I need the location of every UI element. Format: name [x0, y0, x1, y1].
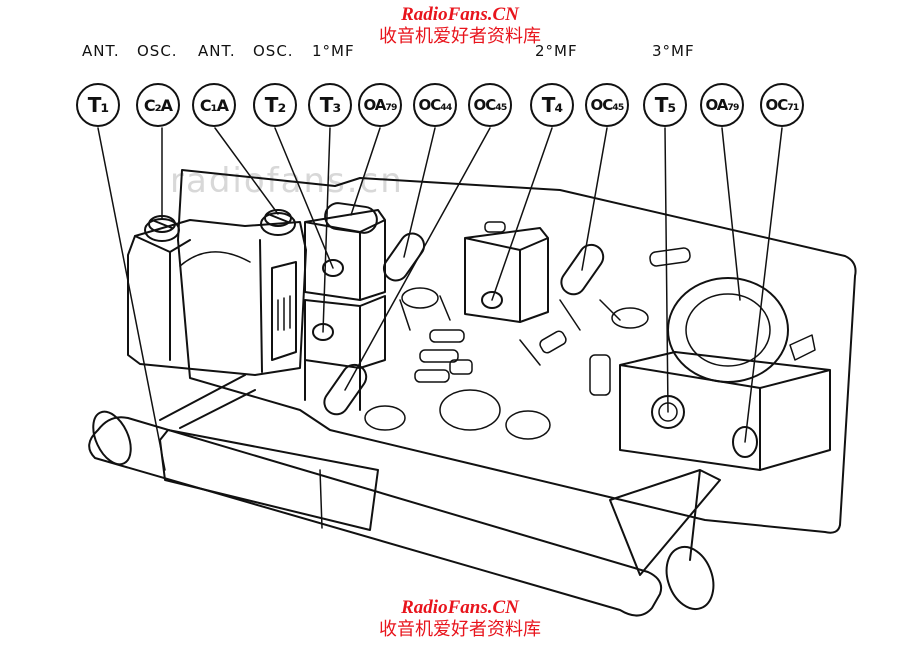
tag-oa79-a: OA₇₉	[358, 83, 402, 127]
tag-oc45-b: OC₄₅	[585, 83, 629, 127]
output-box	[619, 351, 831, 471]
tag-t5: T₅	[643, 83, 687, 127]
pcb-board	[177, 169, 857, 534]
label-mf-2: 2°MF	[535, 42, 578, 60]
coil-can-t2	[304, 209, 386, 301]
tag-t1: T₁	[76, 83, 120, 127]
site-name: RadioFans.CN	[401, 4, 519, 25]
tag-oa79-b: OA₇₉	[700, 83, 744, 127]
tag-c1a: C₁A	[192, 83, 236, 127]
transistor-oc44	[382, 232, 426, 282]
label-osc-2: OSC.	[253, 42, 294, 60]
electrolytic-capacitor	[439, 389, 501, 431]
transistor-oc45-a	[323, 363, 368, 416]
tuning-capacitor	[127, 219, 307, 376]
if-can-t4	[464, 227, 549, 323]
site-watermark-top: RadioFans.CN 收音机爱好者资料库	[0, 4, 920, 48]
label-ant-1: ANT.	[82, 42, 120, 60]
label-osc-1: OSC.	[137, 42, 178, 60]
tag-t4: T₄	[530, 83, 574, 127]
site-name-cn: 收音机爱好者资料库	[379, 26, 541, 47]
leader-lines	[97, 127, 783, 471]
transistor-oc45-b	[560, 243, 605, 296]
coil-can-t3	[304, 295, 386, 369]
output-jack	[732, 426, 758, 458]
label-ant-2: ANT.	[198, 42, 236, 60]
tag-t2: T₂	[253, 83, 297, 127]
coil-slug-t2	[322, 259, 344, 277]
antenna-coil	[159, 429, 379, 531]
site-name-bottom: RadioFans.CN	[401, 597, 519, 618]
tag-oc44: OC₄₄	[413, 83, 457, 127]
tag-oc45-a: OC₄₅	[468, 83, 512, 127]
tag-t3: T₃	[308, 83, 352, 127]
diode-oa79-a	[324, 202, 378, 234]
label-mf-3: 3°MF	[652, 42, 695, 60]
ferrite-rod	[88, 416, 663, 617]
if-slug-t4	[481, 291, 503, 309]
site-name-cn-bottom: 收音机爱好者资料库	[379, 619, 541, 640]
tag-oc71: OC₇₁	[760, 83, 804, 127]
site-watermark-bottom: RadioFans.CN 收音机爱好者资料库	[0, 597, 920, 641]
label-mf-1: 1°MF	[312, 42, 355, 60]
tag-c2a: C₂A	[136, 83, 180, 127]
trimmer-screw-c2a	[144, 218, 180, 242]
